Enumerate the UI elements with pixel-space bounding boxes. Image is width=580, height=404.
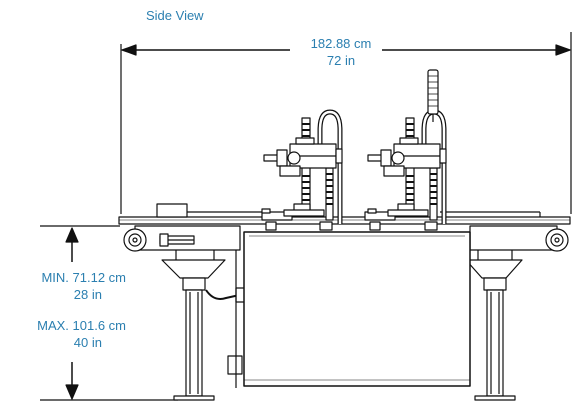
right-roller — [545, 228, 569, 252]
height-max-metric: MAX. 101.6 cm — [37, 318, 126, 333]
height-arrow-down-icon — [65, 384, 79, 400]
left-end-frame — [123, 225, 241, 279]
head-base-plates — [261, 208, 438, 231]
height-min-metric: MIN. 71.12 cm — [41, 270, 126, 285]
right-end-frame — [465, 225, 569, 279]
width-dimension-line — [120, 32, 572, 214]
height-arrow-up-icon — [65, 227, 79, 243]
left-leg — [173, 277, 215, 401]
width-dimension-metric: 182.88 cm — [310, 36, 372, 51]
right-filling-head — [367, 109, 447, 224]
height-max-imperial: 40 in — [73, 335, 102, 350]
view-title: Side View — [146, 8, 204, 23]
conveyor-table — [118, 203, 571, 225]
height-dimension-line — [40, 225, 178, 401]
width-dimension-imperial: 72 in — [326, 53, 356, 68]
right-leg — [474, 277, 516, 401]
left-filling-head — [263, 109, 343, 224]
vertical-handle — [427, 69, 439, 122]
main-cabinet — [243, 231, 471, 387]
cable — [205, 250, 247, 388]
left-roller — [123, 228, 147, 252]
width-arrow-right-icon — [555, 44, 571, 56]
width-arrow-left-icon — [121, 44, 137, 56]
height-min-imperial: 28 in — [73, 287, 102, 302]
